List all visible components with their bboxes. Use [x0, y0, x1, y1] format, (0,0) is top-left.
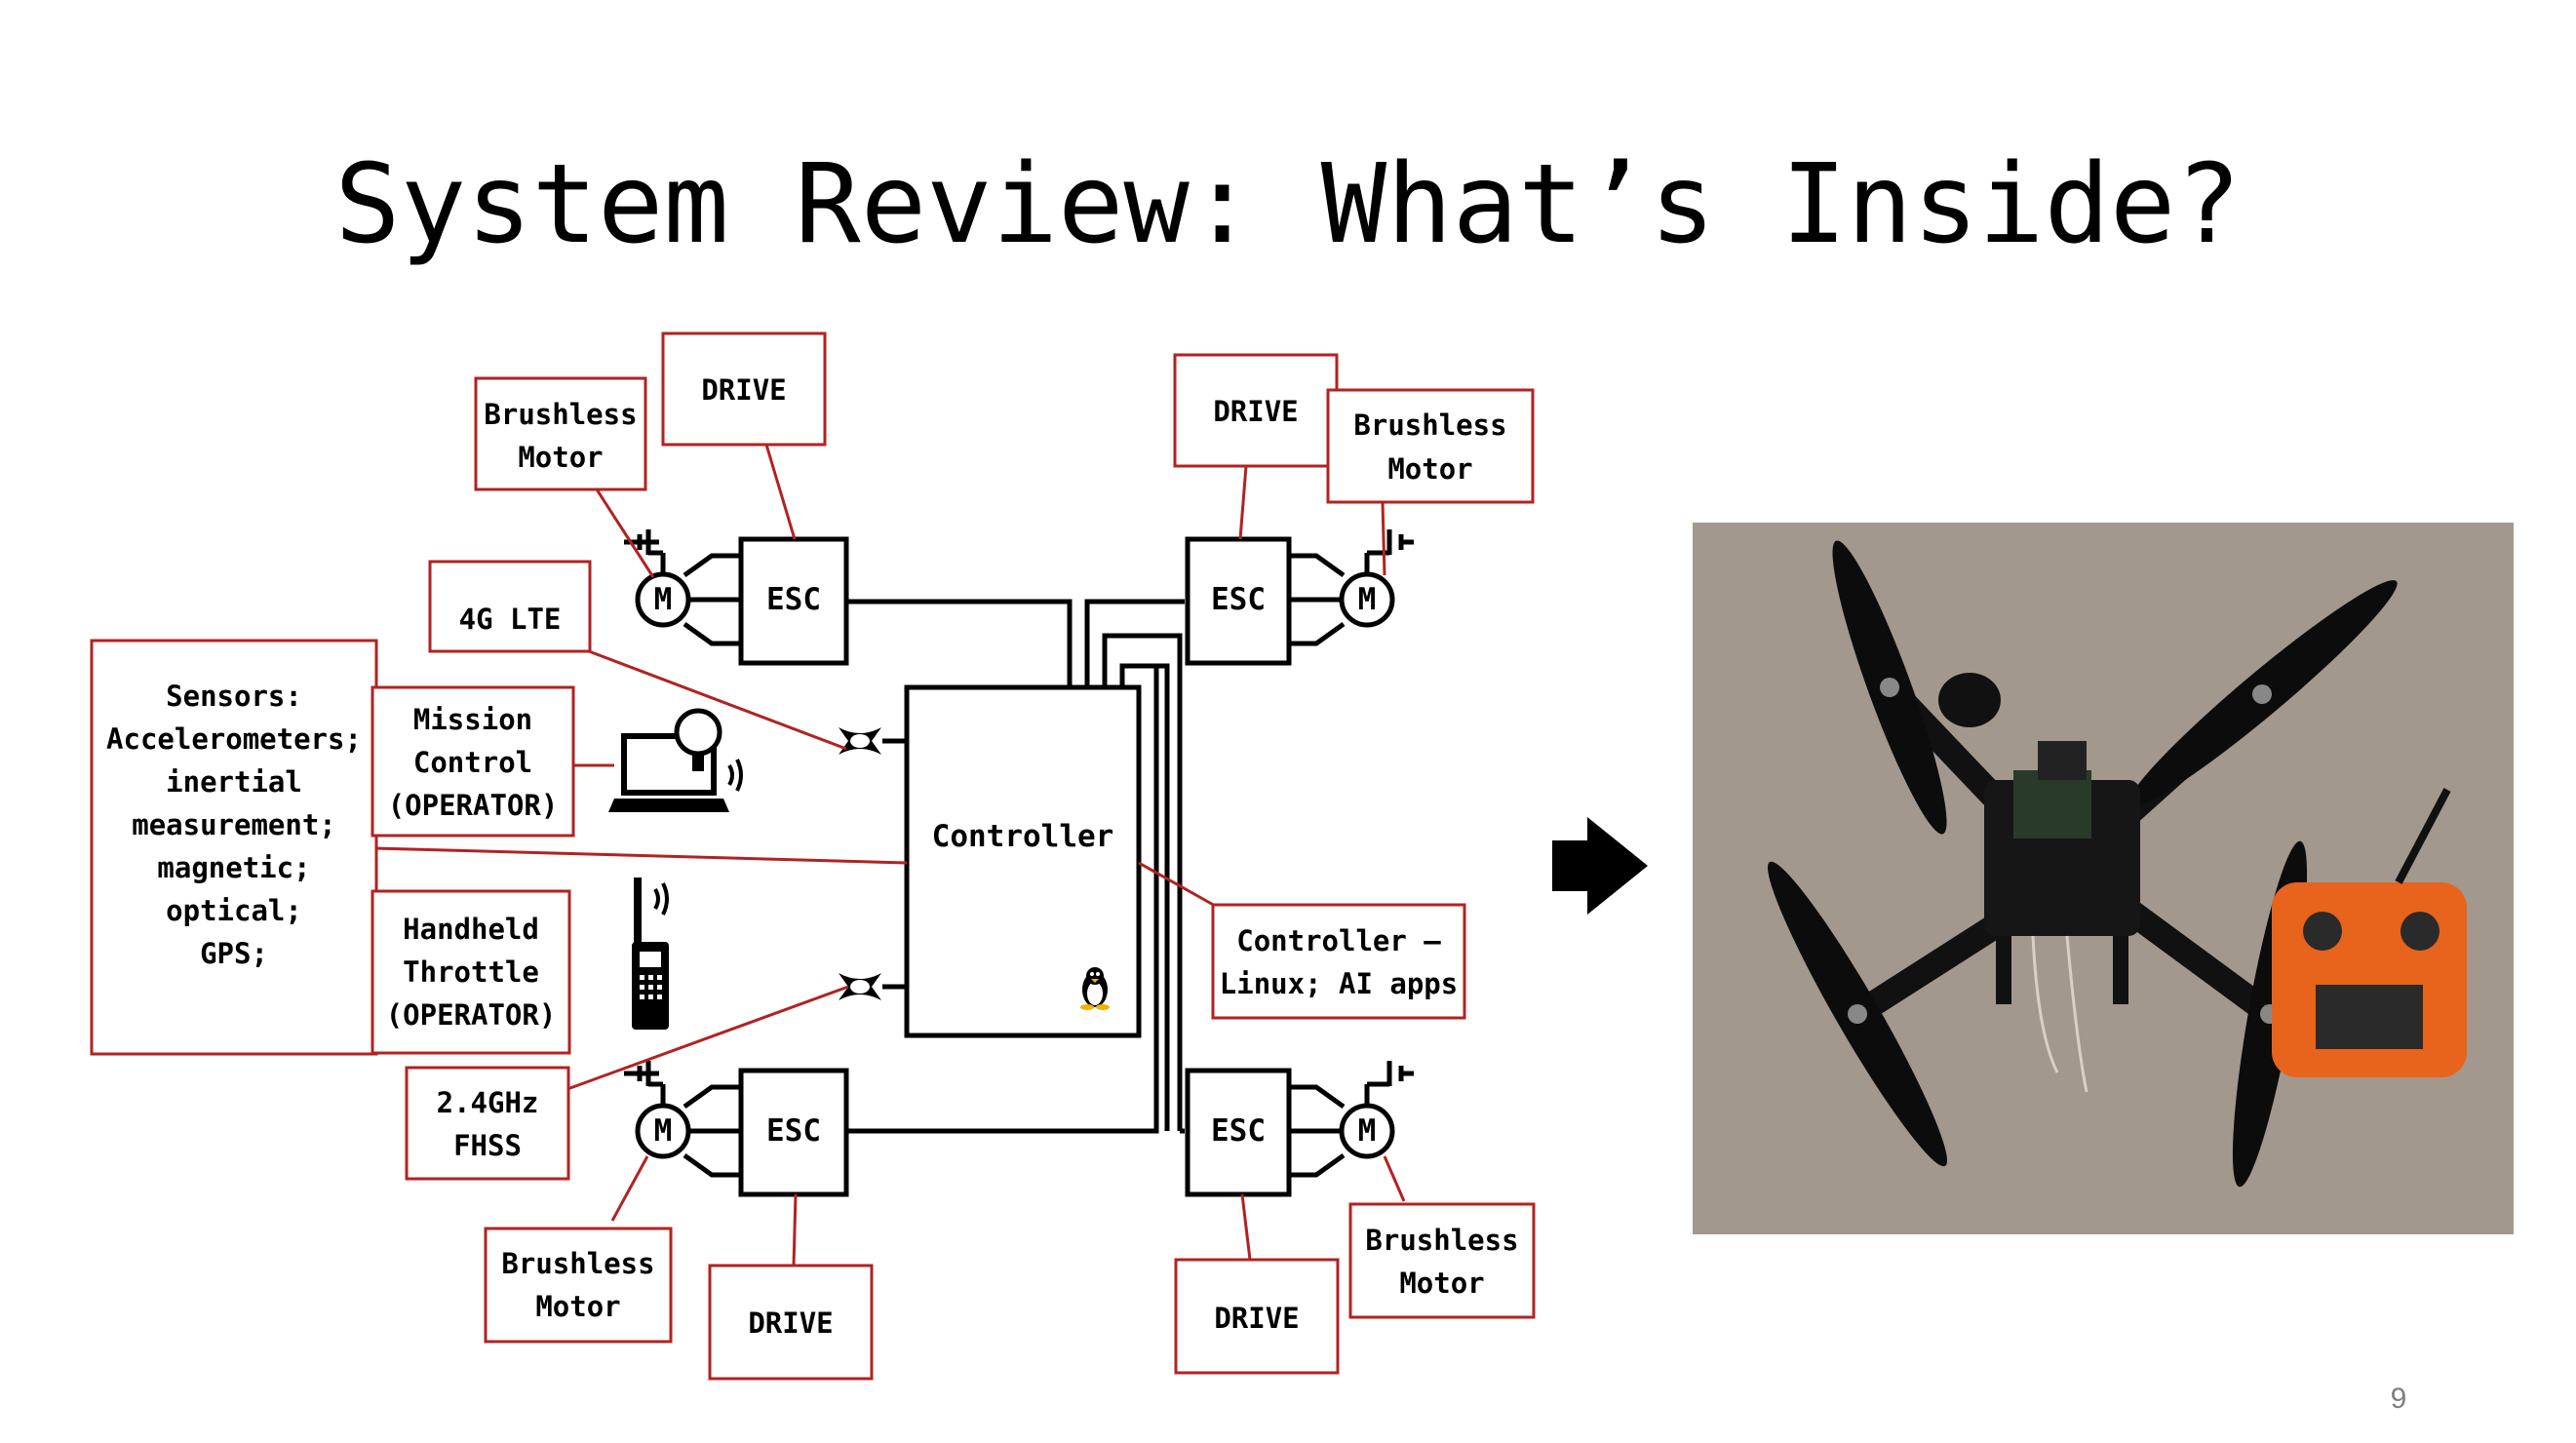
- linux-penguin-icon: [1080, 967, 1110, 1010]
- drive-tr-label: DRIVE: [1213, 395, 1298, 428]
- antenna-icon: [839, 727, 881, 1000]
- brushless-br-line1: Brushless: [1365, 1224, 1518, 1257]
- sensors-line2: Accelerometers;: [106, 722, 362, 756]
- handheld-line2: Throttle: [403, 956, 539, 989]
- page-number: 9: [2391, 1383, 2407, 1415]
- brushless-bl-line2: Motor: [535, 1290, 620, 1323]
- drive-br-box: [1174, 1258, 1340, 1375]
- wiring: [683, 553, 1346, 1178]
- brushless-tl-line1: Brushless: [484, 398, 637, 431]
- esc-block-br: [1185, 1068, 1292, 1197]
- lte-label: 4G LTE: [459, 603, 562, 636]
- controller-note-line1: Controller –: [1236, 924, 1441, 957]
- esc-label-bl: ESC: [766, 1113, 821, 1149]
- drive-tl-label: DRIVE: [701, 373, 786, 407]
- motor-label-tl: M: [654, 582, 673, 617]
- brushless-bl-box: [484, 1227, 673, 1344]
- drive-tl-box: [661, 332, 827, 447]
- drive-bl-box: [708, 1264, 874, 1381]
- sensors-line7: GPS;: [200, 937, 268, 970]
- mission-line1: Mission: [413, 703, 532, 736]
- callout-leaders: [373, 444, 1406, 1267]
- controller-note-line2: Linux; AI apps: [1220, 967, 1458, 1000]
- esc-block-tr: [1185, 536, 1292, 666]
- handheld-box: [371, 889, 571, 1055]
- laptop-icon: [608, 708, 743, 812]
- controller-note-box: [1211, 903, 1466, 1020]
- mission-box: [371, 685, 575, 838]
- esc-label-tr: ESC: [1211, 582, 1266, 617]
- drive-br-label: DRIVE: [1214, 1302, 1299, 1335]
- sensors-line6: optical;: [166, 894, 302, 927]
- motor-label-tr: M: [1358, 582, 1377, 617]
- handheld-radio-icon: [632, 878, 669, 1030]
- ground-icon: [624, 529, 1414, 1106]
- brushless-bl-line1: Brushless: [501, 1247, 654, 1280]
- controller-label: Controller: [932, 819, 1114, 854]
- motor-label-bl: M: [654, 1113, 673, 1149]
- fhss-line1: 2.4GHz: [437, 1086, 539, 1119]
- brushless-tl-box: [474, 376, 647, 491]
- brushless-tr-box: [1326, 388, 1535, 504]
- motor-label-br: M: [1358, 1113, 1377, 1149]
- fhss-line2: FHSS: [453, 1129, 522, 1162]
- sensors-box: [90, 639, 378, 1056]
- fhss-box: [405, 1066, 570, 1181]
- handheld-line3: (OPERATOR): [386, 998, 557, 1032]
- drive-bl-label: DRIVE: [748, 1306, 833, 1340]
- drone-photo: [1693, 523, 2514, 1234]
- brushless-tr-line1: Brushless: [1353, 409, 1506, 442]
- brushless-tr-line2: Motor: [1387, 452, 1472, 486]
- esc-block-bl: [738, 1068, 849, 1197]
- brushless-br-box: [1348, 1202, 1536, 1319]
- sensors-line3: inertial: [166, 765, 302, 799]
- mission-line2: Control: [413, 746, 532, 779]
- esc-label-br: ESC: [1211, 1113, 1266, 1149]
- handheld-line1: Handheld: [403, 913, 539, 946]
- sensors-line4: measurement;: [132, 808, 336, 841]
- slide-title: System Review: What’s Inside?: [334, 141, 2242, 268]
- sensors-line5: magnetic;: [157, 851, 310, 884]
- esc-label-tl: ESC: [766, 582, 821, 617]
- esc-block-tl: [738, 536, 849, 666]
- sensors-line1: Sensors:: [166, 680, 302, 713]
- lte-box: [428, 560, 592, 653]
- arrow-right-icon: [1552, 817, 1648, 915]
- callout-boxes: [90, 332, 1536, 1381]
- brushless-tl-line2: Motor: [518, 441, 603, 474]
- mission-line3: (OPERATOR): [388, 789, 559, 822]
- brushless-br-line2: Motor: [1399, 1267, 1484, 1300]
